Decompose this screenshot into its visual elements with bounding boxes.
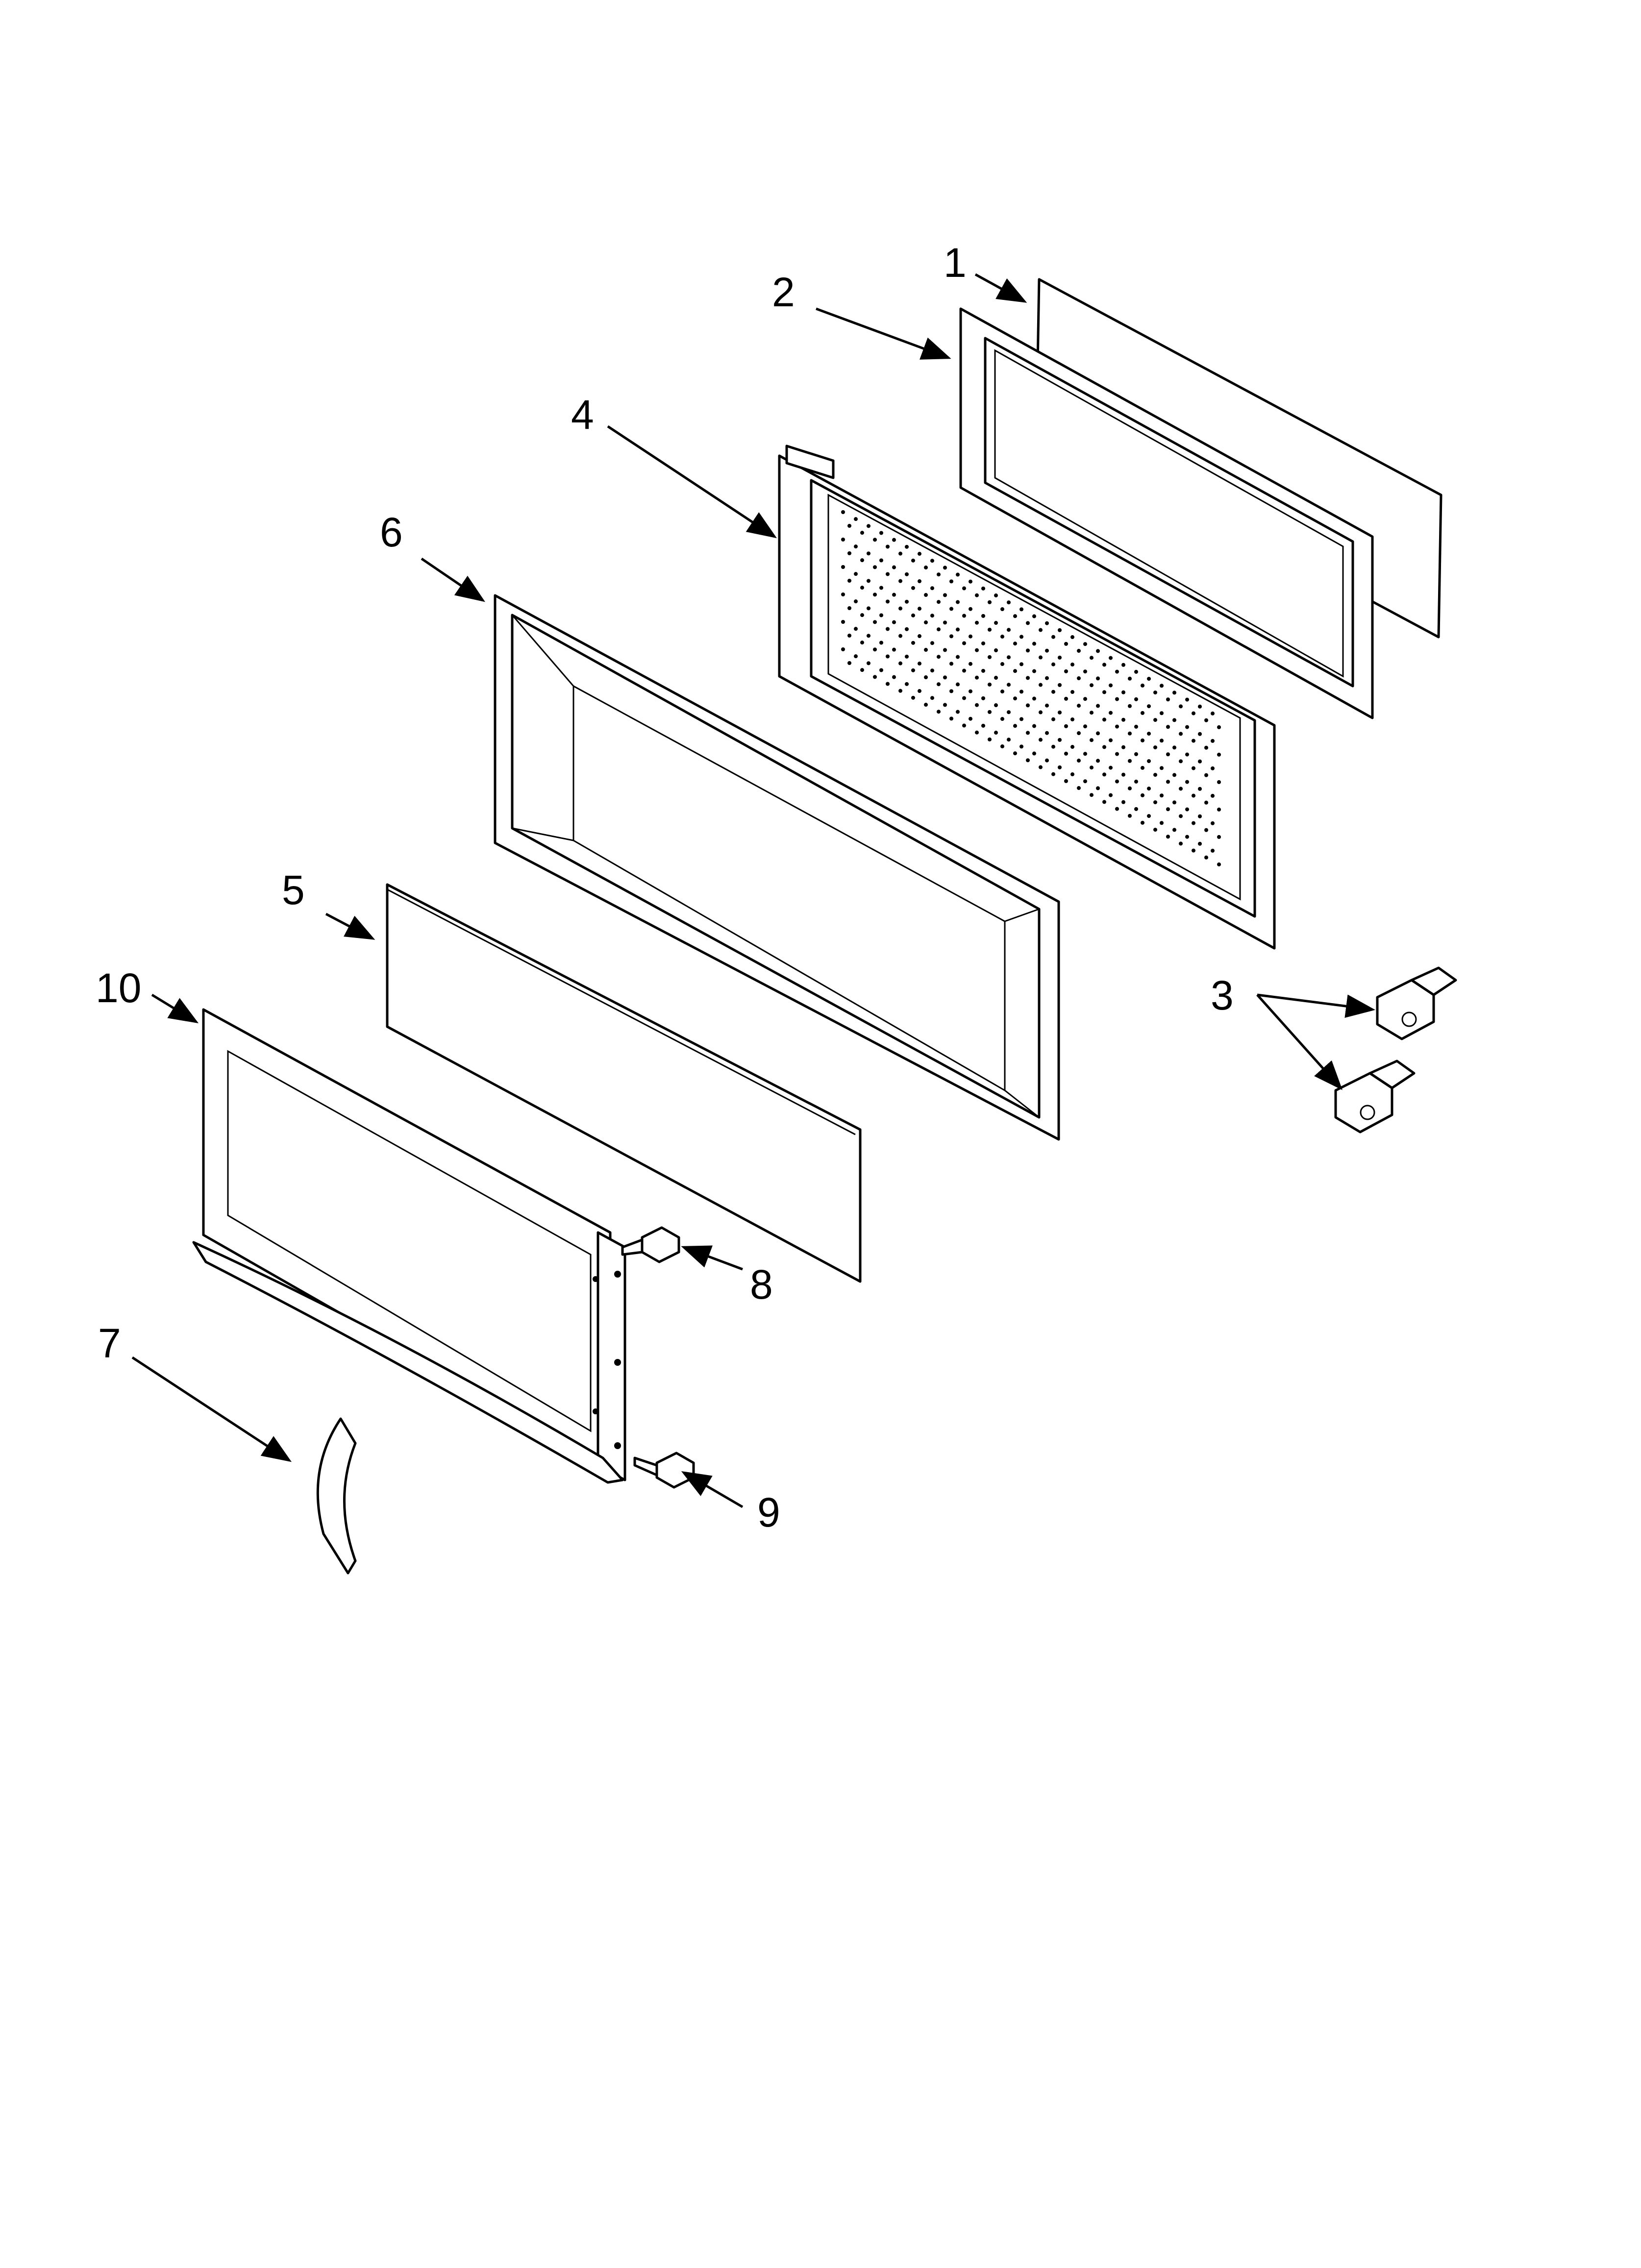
callout-1: 1 xyxy=(944,240,967,286)
part-10-outer-door xyxy=(192,1008,626,1484)
leader-lines xyxy=(131,273,1375,1508)
part-8-screw xyxy=(621,1226,680,1263)
callout-3: 3 xyxy=(1211,972,1234,1018)
part-2-door-choke-frame xyxy=(959,307,1374,719)
callout-9: 9 xyxy=(757,1489,780,1535)
callout-8: 8 xyxy=(750,1261,773,1307)
part-4-inner-door-panel xyxy=(778,444,1276,950)
callout-2: 2 xyxy=(772,269,795,315)
part-3-latch-clip-lower xyxy=(1334,1060,1416,1134)
callout-10: 10 xyxy=(96,965,141,1011)
callout-4: 4 xyxy=(571,392,594,438)
part-6-door-frame xyxy=(494,594,1060,1141)
callout-6: 6 xyxy=(380,509,403,555)
part-3-latch-clip-upper xyxy=(1376,966,1457,1040)
callout-5: 5 xyxy=(282,867,305,913)
part-9-screw xyxy=(633,1452,695,1489)
part-5-door-glass xyxy=(386,883,862,1283)
callout-7: 7 xyxy=(98,1320,121,1366)
perforated-screen xyxy=(841,510,1221,866)
part-7-door-handle xyxy=(316,1417,357,1575)
